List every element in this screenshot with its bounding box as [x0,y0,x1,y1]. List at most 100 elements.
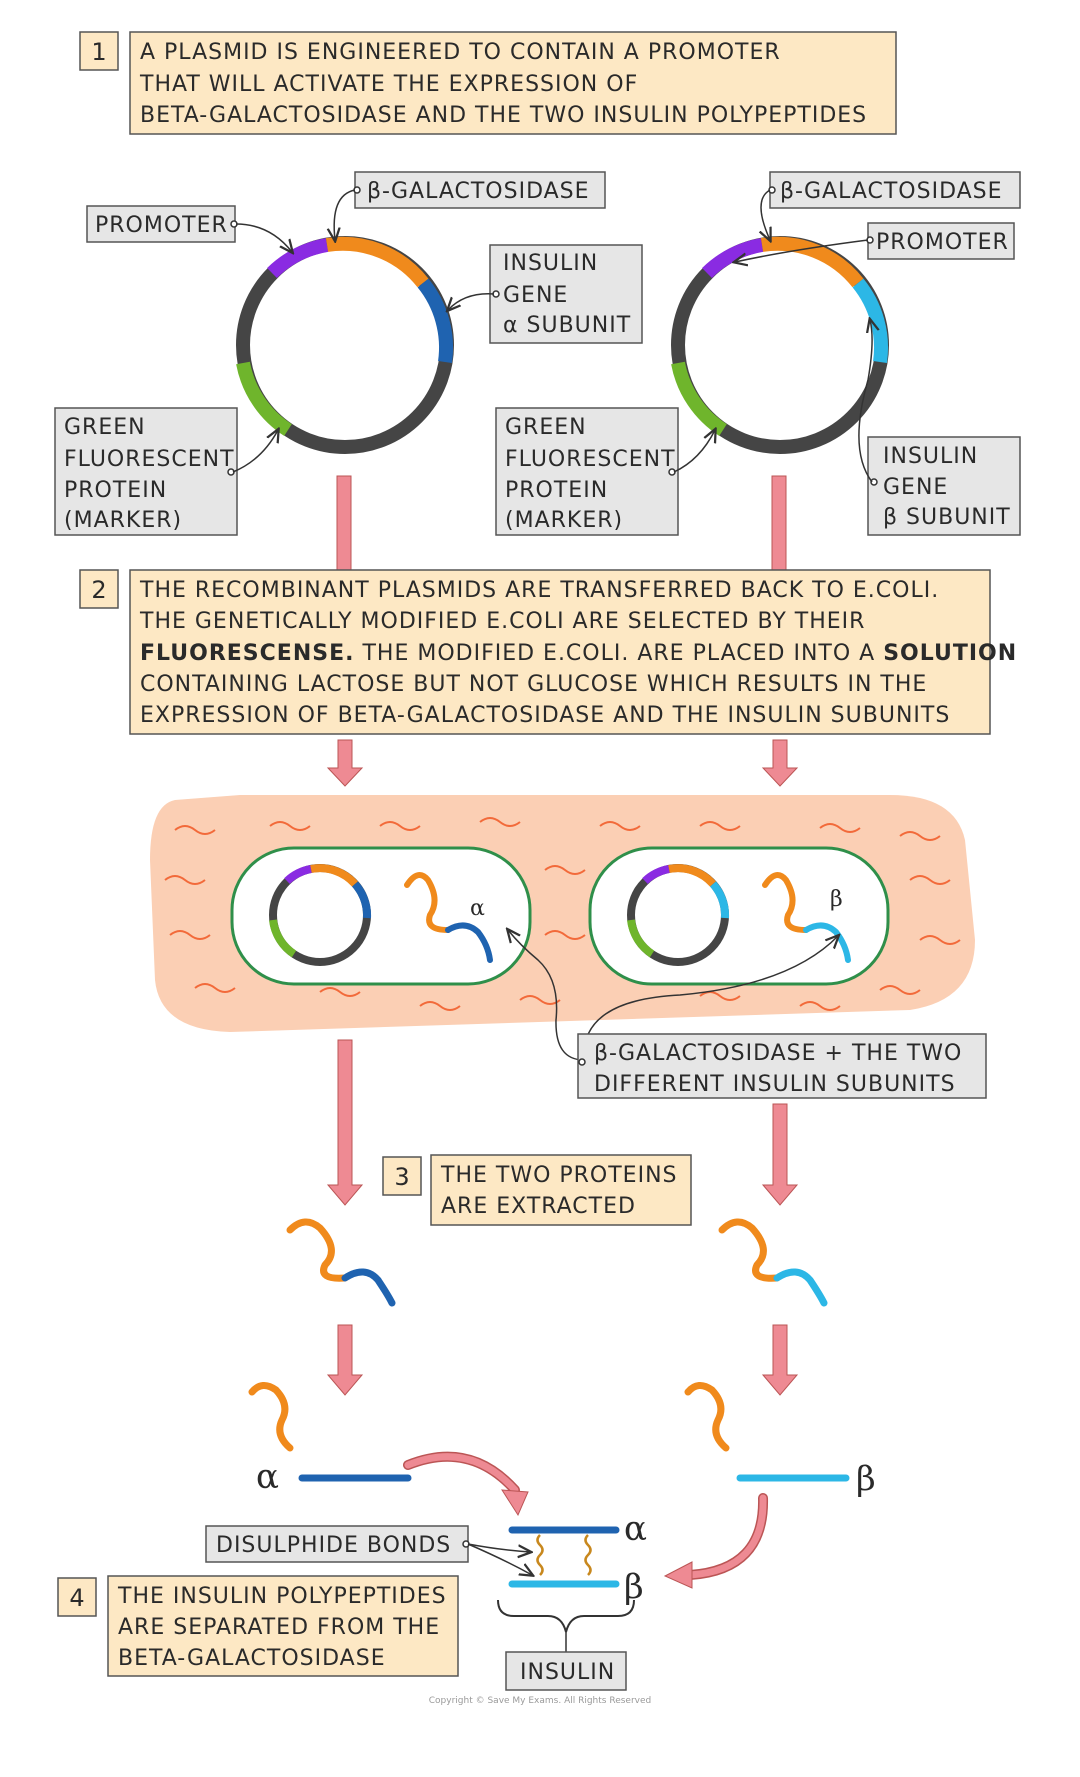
copyright-notice: Copyright © Save My Exams. All Rights Re… [429,1696,651,1706]
step-2-line-5: EXPRESSION OF BETA-GALACTOSIDASE AND THE… [140,703,950,728]
step-4-line-3: BETA-GALACTOSIDASE [118,1646,386,1671]
cell-right-beta-label: β [830,887,843,912]
right-gfp-line-2: FLUORESCENT [505,447,676,472]
insulin-beta-label: β [624,1567,644,1607]
separated-betagal-right [684,1382,730,1452]
right-betagal-label: β-GALACTOSIDASE [761,171,1021,240]
extracted-protein-alpha [286,1218,396,1307]
cell-right-fusion-betagal [762,872,809,933]
cell-left-fusion-alpha [445,922,493,963]
step-2-line-3: FLUORESCENSE. THE MODIFIED E.COLI. ARE P… [140,641,1017,666]
step-1-number: 1 [91,38,106,66]
plasmid-left [236,236,454,454]
disulphide-bond-1 [536,1534,544,1576]
alpha-chain-free: α [256,1457,412,1497]
step-2-solution: SOLUTION [883,641,1017,666]
left-gfp-line-2: FLUORESCENT [64,447,235,472]
step-2-line-2: THE GENETICALLY MODIFIED E.COLI ARE SELE… [139,609,865,634]
right-insulin-line-2: GENE [883,475,948,500]
assembly-arrows [403,1451,769,1589]
beta-chain-label: β [856,1459,876,1499]
step-4-line-2: ARE SEPARATED FROM THE [118,1615,440,1640]
plasmid-left-alpha-segment [417,278,454,363]
callout-line-2: DIFFERENT INSULIN SUBUNITS [594,1072,956,1097]
ecoli-cell-left: α [230,846,532,986]
callout-line-1: β-GALACTOSIDASE + THE TWO [594,1041,962,1066]
plasmid-right-beta-segment [852,278,889,363]
right-gfp-line-1: GREEN [505,415,587,440]
insulin-brace: INSULIN [497,1599,635,1691]
left-gfp-line-3: PROTEIN [64,478,167,503]
left-gfp-line-1: GREEN [64,415,146,440]
cell-left-fusion-betagal [404,872,451,933]
left-promoter-text: PROMOTER [95,213,228,238]
beta-chain-free: β [736,1459,876,1499]
arrows-to-extraction [326,1039,799,1206]
left-insulin-alpha-label: INSULIN GENE α SUBUNIT [448,244,643,344]
alpha-chain-label: α [256,1457,279,1497]
step-2-fluorescence: FLUORESCENSE. [140,641,354,666]
right-gfp-line-4: (MARKER) [505,508,623,533]
step-2-line-4: CONTAINING LACTOSE BUT NOT GLUCOSE WHICH… [140,672,927,697]
right-insulin-beta-label: INSULIN GENE β SUBUNIT [858,320,1021,536]
left-insulin-line-2: GENE [503,283,568,308]
disulphide-text: DISULPHIDE BONDS [216,1533,451,1558]
expression-callout: β-GALACTOSIDASE + THE TWO DIFFERENT INSU… [508,930,987,1099]
left-betagal-label: β-GALACTOSIDASE [334,171,606,240]
ecoli-cell-right-membrane [588,846,890,986]
plasmid-right [671,236,889,454]
left-insulin-line-3: α SUBUNIT [503,313,631,338]
step-2: 2 THE RECOMBINANT PLASMIDS ARE TRANSFERR… [79,569,1017,735]
step-2-note [129,569,991,735]
plasmid-right-promoter-segment [702,238,764,279]
step-4-number-box [57,1577,97,1617]
disulphide-bond-2 [584,1534,592,1576]
cell-left-alpha-label: α [470,896,485,921]
step-4: 4 THE INSULIN POLYPEPTIDES ARE SEPARATED… [57,1575,459,1677]
arrows-to-cells [326,739,799,787]
arrows-to-separation [326,1324,799,1396]
left-gfp-line-4: (MARKER) [64,508,182,533]
insulin-text: INSULIN [520,1660,615,1685]
step-1-line-1: A PLASMID IS ENGINEERED TO CONTAIN A PRO… [140,40,781,65]
separated-betagal-left [248,1382,294,1452]
step-4-number: 4 [69,1584,84,1612]
right-insulin-line-3: β SUBUNIT [883,505,1011,530]
plasmid-left-betagal-segment [325,236,429,288]
step-1-line-3: BETA-GALACTOSIDASE AND THE TWO INSULIN P… [140,103,867,128]
step-1: 1 A PLASMID IS ENGINEERED TO CONTAIN A P… [79,31,897,135]
left-promoter-label: PROMOTER [86,205,292,252]
step-4-note [107,1575,459,1677]
plasmid-left-promoter-segment [267,238,329,279]
plasmid-right-betagal-segment [760,236,864,288]
ecoli-cell-left-membrane [230,846,532,986]
insulin-molecule: α β [508,1509,647,1607]
ecoli-cell-right: β [588,846,890,986]
step-3-number-box [382,1156,422,1196]
right-promoter-text: PROMOTER [876,230,1009,255]
step-2-line-1: THE RECOMBINANT PLASMIDS ARE TRANSFERRED… [139,578,939,603]
left-insulin-line-1: INSULIN [503,251,598,276]
step-2-number: 2 [91,576,106,604]
right-insulin-line-1: INSULIN [883,444,978,469]
insulin-alpha-label: α [624,1509,647,1549]
step-1-line-2: THAT WILL ACTIVATE THE EXPRESSION OF [139,72,638,97]
step-3-note [430,1154,692,1226]
step-1-number-box [79,31,119,71]
arrows-to-step-2 [336,475,787,572]
extracted-protein-beta [718,1218,828,1307]
step-2-number-box [79,569,119,609]
step-4-line-1: THE INSULIN POLYPEPTIDES [117,1584,447,1609]
disulphide-label: DISULPHIDE BONDS [205,1525,532,1575]
left-betagal-text: β-GALACTOSIDASE [367,179,590,204]
lactose-molecules [164,817,961,1011]
step-3: 3 THE TWO PROTEINS ARE EXTRACTED [382,1154,692,1226]
step-3-line-1: THE TWO PROTEINS [440,1163,678,1188]
step-3-number: 3 [394,1163,409,1191]
plasmid-left-gfp-segment [236,361,292,436]
step-2-line-3-mid: THE MODIFIED E.COLI. ARE PLACED INTO A [354,641,883,666]
cell-right-fusion-beta [803,922,851,963]
right-promoter-label: PROMOTER [735,222,1015,262]
step-1-note [129,31,897,135]
